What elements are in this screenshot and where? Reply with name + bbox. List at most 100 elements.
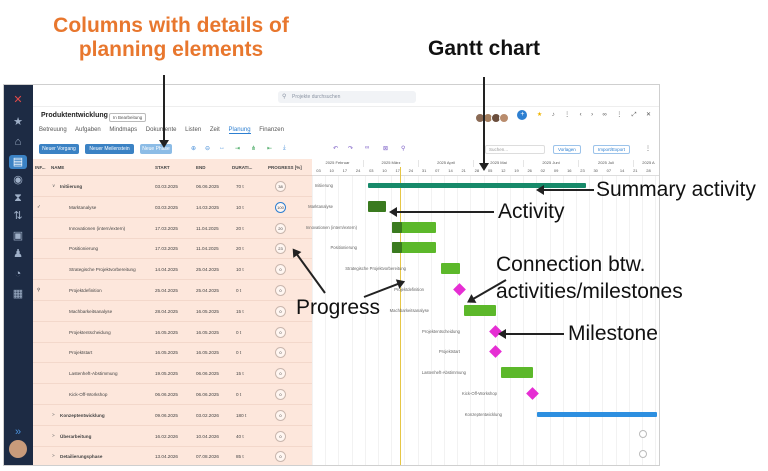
global-search-placeholder: Projekte durchsuchen — [292, 94, 341, 100]
gantt-bar-label: Strategische Projektvorbereitung — [345, 266, 406, 272]
bell-icon[interactable]: ♪ — [551, 112, 555, 118]
close-icon[interactable]: ✕ — [645, 112, 651, 118]
hourglass-icon[interactable]: ⧗ — [14, 192, 22, 204]
indent-icon[interactable]: ⇥ — [235, 146, 241, 152]
expand-toggle-icon[interactable]: ∨ — [52, 183, 56, 188]
row-name: Kick-Off-Workshop — [69, 392, 108, 397]
col-progress[interactable]: PROGRESS [%] — [268, 165, 302, 170]
tab-finanzen[interactable]: Finanzen — [259, 127, 284, 133]
zoom-out-icon[interactable]: ⊖ — [205, 146, 211, 152]
download-icon[interactable]: ⤓ — [283, 145, 286, 151]
col-duration[interactable]: DURATI... — [232, 165, 253, 170]
home-icon[interactable]: ⌂ — [14, 136, 22, 148]
topbar: ⚲ Projekte durchsuchen — [33, 85, 659, 107]
new-milestone-button[interactable]: Neuer Meilenstein — [85, 144, 134, 154]
col-name[interactable]: NAME — [51, 165, 65, 170]
more-icon[interactable]: ⋮ — [564, 112, 571, 118]
document-icon[interactable]: ▦ — [12, 288, 24, 300]
new-process-button[interactable]: Neuer Vorgang — [39, 144, 79, 154]
col-end[interactable]: END — [196, 165, 206, 170]
link-icon[interactable]: ∞ — [602, 112, 607, 118]
critical-path-icon[interactable]: ⊠ — [383, 146, 389, 152]
transfer-icon[interactable]: ⇅ — [13, 210, 23, 222]
gantt-bar-label: Initiierung — [314, 183, 333, 188]
new-phase-button[interactable]: Neue Phase — [140, 144, 172, 154]
col-info[interactable]: INF... — [35, 165, 46, 170]
expand-toggle-icon[interactable]: > — [52, 411, 55, 417]
activity-bar[interactable] — [368, 200, 386, 212]
chevron-left-icon[interactable]: ‹ — [579, 112, 582, 118]
tab-planung[interactable]: Planung — [228, 127, 251, 134]
gantt-gridline — [430, 176, 432, 465]
activity-bar[interactable] — [464, 304, 496, 316]
zoom-in-icon[interactable]: ⊕ — [191, 146, 197, 152]
gantt-gridline — [457, 176, 459, 465]
fullscreen-icon[interactable]: ⤢ — [631, 112, 637, 118]
search-tasks-icon[interactable]: ⚲ — [401, 146, 406, 152]
gantt-week: 21 — [633, 168, 638, 173]
expand-toggle-icon[interactable]: > — [52, 453, 55, 459]
col-start[interactable]: START — [155, 165, 170, 170]
add-member-button[interactable]: + — [517, 110, 528, 120]
phase-bar[interactable] — [537, 411, 657, 417]
import-export-button[interactable]: Import/Export — [593, 145, 631, 154]
check-icon[interactable]: ◉ — [13, 174, 23, 186]
activity-bar[interactable] — [441, 263, 460, 275]
team-avatar-4[interactable] — [498, 113, 509, 123]
tab-betreuung[interactable]: Betreuung — [39, 127, 67, 133]
templates-button[interactable]: Vorlagen — [553, 145, 581, 154]
chart-icon[interactable]: ◔ — [14, 268, 22, 280]
tab-listen[interactable]: Listen — [185, 127, 202, 133]
expand-icon[interactable]: » — [14, 426, 22, 438]
expand-toggle-icon[interactable]: > — [52, 432, 55, 438]
global-search-input[interactable]: ⚲ Projekte durchsuchen — [278, 91, 416, 103]
more-options-icon[interactable]: ⋮ — [645, 146, 651, 152]
row-action-icon[interactable] — [639, 429, 647, 438]
summary-activity-bar[interactable] — [368, 183, 586, 188]
milestone-diamond[interactable] — [489, 345, 502, 359]
undo-icon[interactable]: ↶ — [333, 146, 339, 152]
tab-dokumente[interactable]: Dokumente — [145, 127, 177, 133]
progress-indicator: 0 — [275, 264, 286, 276]
gantt-gridline — [536, 176, 538, 465]
tab-zeit[interactable]: Zeit — [209, 127, 220, 133]
fit-icon[interactable]: ↔ — [219, 145, 225, 151]
activity-bar[interactable] — [392, 242, 436, 254]
gantt-search-input[interactable]: Suchen... — [485, 145, 545, 154]
row-action-icon[interactable] — [639, 450, 647, 459]
redo-icon[interactable]: ↷ — [348, 146, 354, 152]
hierarchy-icon[interactable]: ⋔ — [251, 146, 257, 152]
star-icon[interactable]: ★ — [13, 116, 23, 128]
chevron-right-icon[interactable]: › — [591, 112, 594, 118]
link-tasks-icon[interactable]: ∞ — [365, 145, 370, 151]
status-badge[interactable]: In Bearbeitung — [109, 113, 147, 122]
activity-bar[interactable] — [501, 367, 533, 379]
projects-icon[interactable]: ▤ — [9, 155, 27, 169]
milestone-diamond[interactable] — [453, 283, 466, 296]
outdent-icon[interactable]: ⇤ — [267, 146, 273, 152]
menu-icon[interactable]: ⋮ — [616, 112, 623, 118]
star-icon[interactable]: ★ — [536, 112, 543, 118]
gantt-gridline — [470, 176, 472, 465]
user-icon[interactable]: ♟ — [13, 248, 23, 260]
tab-aufgaben[interactable]: Aufgaben — [75, 127, 101, 133]
row-end: 03.02.2026 — [196, 412, 219, 418]
user-avatar[interactable] — [9, 440, 27, 458]
contacts-icon[interactable]: ▣ — [12, 230, 24, 242]
activity-bar[interactable] — [392, 221, 436, 233]
tab-mindmaps[interactable]: Mindmaps — [109, 127, 138, 133]
